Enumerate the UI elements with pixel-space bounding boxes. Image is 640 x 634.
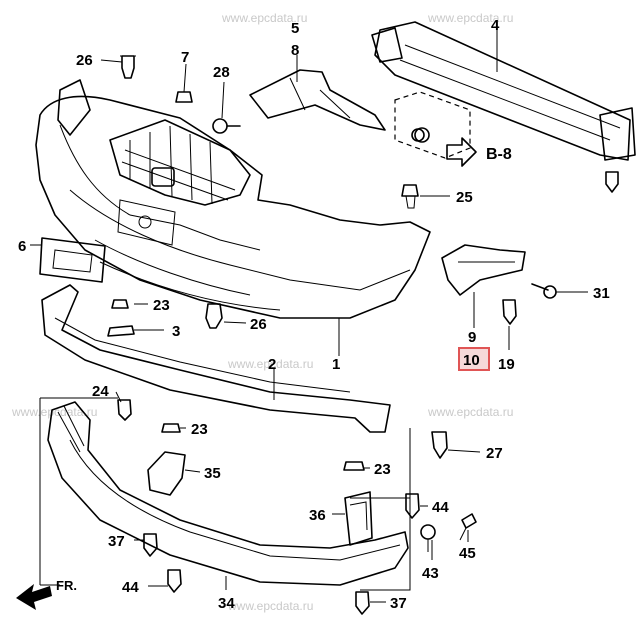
screw-icon <box>531 283 557 299</box>
front-label: FR. <box>56 578 77 593</box>
clip-icon <box>405 493 420 519</box>
front-spoiler <box>41 284 391 433</box>
clip-icon <box>401 184 419 209</box>
watermark: www.epcdata.ru <box>11 405 97 419</box>
watermark: www.epcdata.ru <box>227 599 313 613</box>
callout-9[interactable]: 9 <box>468 329 476 346</box>
watermark: www.epcdata.ru <box>221 11 307 25</box>
license-bracket <box>39 237 106 283</box>
clip-icon <box>111 299 129 309</box>
stay-bracket <box>147 451 186 496</box>
clip-icon <box>175 91 193 103</box>
side-bracket <box>441 244 526 296</box>
callout-31[interactable]: 31 <box>593 285 610 302</box>
watermark: www.epcdata.ru <box>427 11 513 25</box>
lower-skirt <box>47 401 409 586</box>
clip-icon <box>502 299 517 325</box>
callout-24[interactable]: 24 <box>92 383 109 400</box>
callout-10[interactable]: 10 <box>463 352 480 369</box>
callout-23[interactable]: 23 <box>374 461 391 478</box>
bumper-beam <box>371 21 636 161</box>
leader-lines <box>30 30 588 603</box>
callout-1[interactable]: 1 <box>332 356 340 373</box>
callout-35[interactable]: 35 <box>204 465 221 482</box>
clip-icon <box>167 569 182 593</box>
callout-28[interactable]: 28 <box>213 64 230 81</box>
clip-icon <box>120 55 136 79</box>
callout-27[interactable]: 27 <box>486 445 503 462</box>
reference-label: B-8 <box>486 146 512 163</box>
front-bumper-face <box>35 79 431 319</box>
callout-26[interactable]: 26 <box>76 52 93 69</box>
front-arrow-icon <box>16 584 52 610</box>
callout-23[interactable]: 23 <box>153 297 170 314</box>
clip-icon <box>143 533 158 557</box>
callout-23[interactable]: 23 <box>191 421 208 438</box>
watermark: www.epcdata.ru <box>427 405 513 419</box>
callout-8[interactable]: 8 <box>291 42 299 59</box>
bolt-icon <box>212 118 241 134</box>
callout-45[interactable]: 45 <box>459 545 476 562</box>
clip-icon <box>107 325 135 337</box>
clip-icon <box>161 423 181 433</box>
clip-icon <box>205 303 223 329</box>
callout-44[interactable]: 44 <box>122 579 139 596</box>
clip-icon <box>431 431 448 459</box>
clip-icon <box>605 171 619 193</box>
callout-37[interactable]: 37 <box>390 595 407 612</box>
callout-6[interactable]: 6 <box>18 238 26 255</box>
clip-icon <box>343 461 365 471</box>
callout-19[interactable]: 19 <box>498 356 515 373</box>
callout-43[interactable]: 43 <box>422 565 439 582</box>
upper-bracket <box>249 69 386 131</box>
bolt-icon <box>411 128 425 142</box>
callout-4[interactable]: 4 <box>491 17 500 34</box>
reference-box <box>394 91 477 167</box>
callout-3[interactable]: 3 <box>172 323 180 340</box>
fasteners <box>107 55 619 615</box>
callout-26[interactable]: 26 <box>250 316 267 333</box>
callout-7[interactable]: 7 <box>181 49 189 66</box>
callout-34[interactable]: 34 <box>218 595 235 612</box>
screw-icon <box>459 513 477 541</box>
watermark: www.epcdata.ru <box>227 357 313 371</box>
callout-36[interactable]: 36 <box>309 507 326 524</box>
callout-2[interactable]: 2 <box>268 356 276 373</box>
clip-icon <box>117 399 132 421</box>
clip-icon <box>355 591 370 615</box>
callout-44[interactable]: 44 <box>432 499 449 516</box>
callout-37[interactable]: 37 <box>108 533 125 550</box>
skirt-bracket <box>344 491 373 546</box>
bolt-icon <box>420 524 436 552</box>
callout-5[interactable]: 5 <box>291 20 299 37</box>
highlight-box <box>458 347 490 371</box>
callout-25[interactable]: 25 <box>456 189 473 206</box>
